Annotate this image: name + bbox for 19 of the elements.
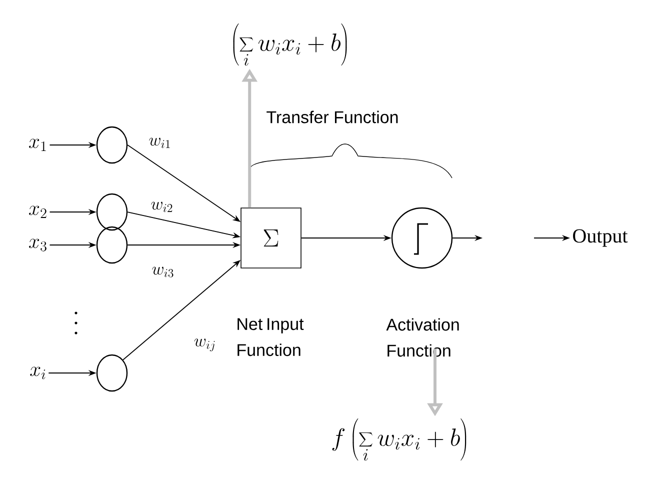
- weight-label: $w_{i2}$: [150, 201, 174, 214]
- weight-label: $w_{i3}$: [150, 266, 176, 278]
- formula: $\left(\sum_i w_i x_i + b\right)$: [233, 24, 347, 66]
- input-label: $x_3$: [29, 238, 46, 252]
- input-node-circle: [96, 226, 128, 264]
- caption-text: Net Input Function: [238, 318, 304, 356]
- formula: $f\left(\sum_i w_i x_i + b\right)$: [332, 418, 466, 461]
- input-label: $x_2$: [29, 206, 46, 218]
- input-label: $x_1$: [29, 138, 46, 152]
- summation-box: $\Sigma$: [240, 208, 302, 268]
- brace-label: Transfer Function: [266, 110, 398, 124]
- output-label: Output: [573, 229, 628, 247]
- input-node-circle: [96, 354, 128, 392]
- weight-label: $w_{ij}$: [192, 338, 218, 352]
- input-node-circle: [96, 193, 128, 231]
- input-label: $x_i$: [30, 366, 46, 380]
- activation-circle: [391, 207, 453, 269]
- input-node-circle: [96, 126, 128, 164]
- weight-label: $w_{i1}$: [148, 137, 172, 150]
